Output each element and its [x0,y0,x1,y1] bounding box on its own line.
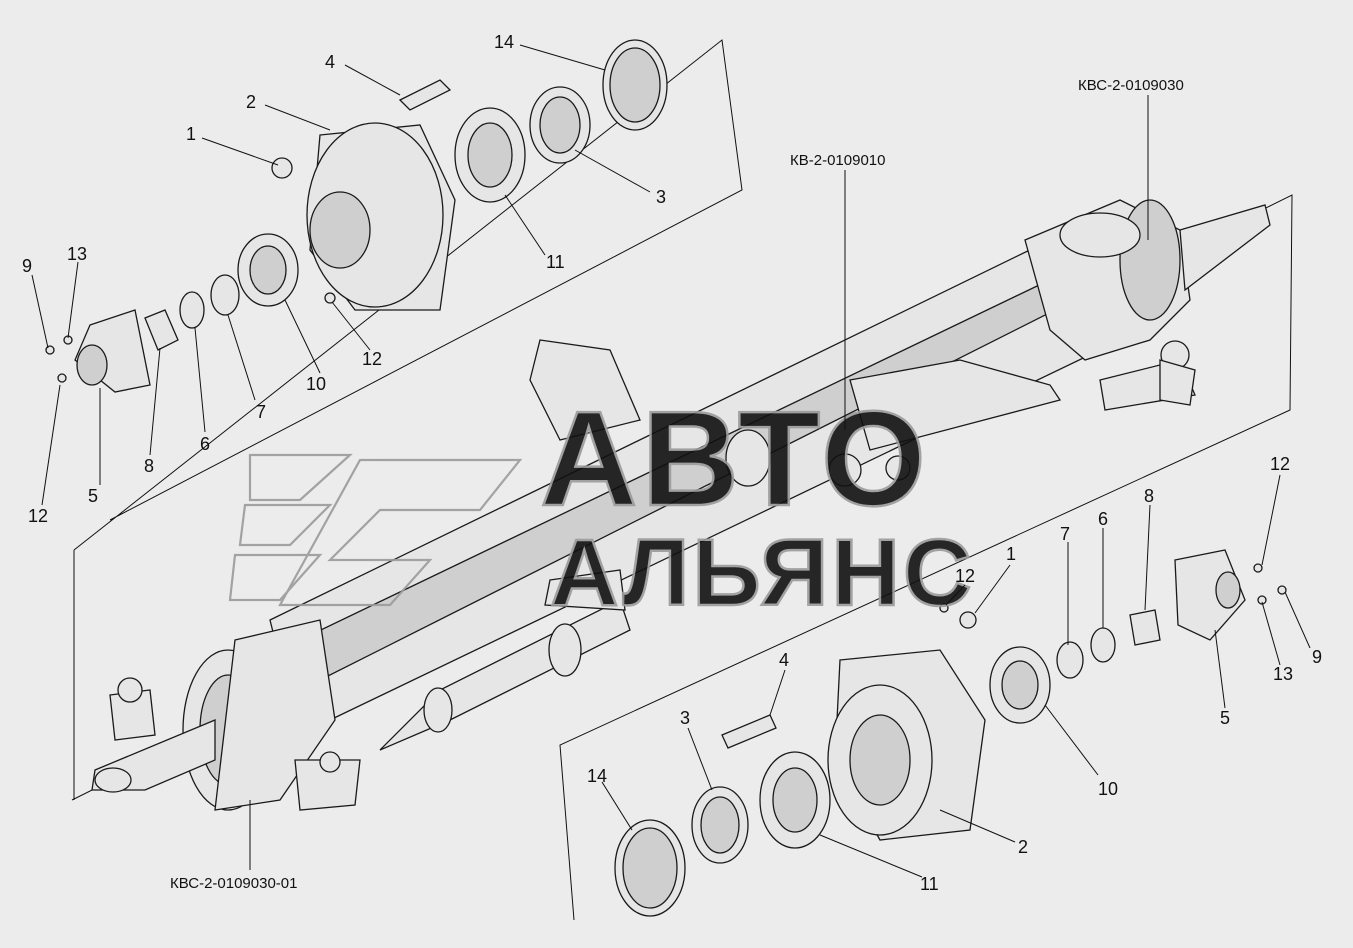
callout-13-lower: 13 [1273,664,1293,684]
assembly-label-main-axle: КВ-2-0109010 [790,152,885,169]
callout-13-upper: 13 [67,244,87,264]
upper-hub-parts [45,39,668,393]
callout-14-lower: 14 [587,766,607,786]
assembly-leaders [249,95,1149,870]
callout-2-lower: 2 [1018,837,1028,857]
assembly-label-left-knuckle: КВС-2-0109030-01 [170,875,298,892]
callout-9-lower: 9 [1312,647,1322,667]
lower-hub-parts [614,549,1287,917]
callout-2-upper: 2 [246,92,256,112]
axle-beam [269,244,1196,751]
callout-7-lower: 7 [1060,524,1070,544]
callout-14-upper: 14 [494,32,514,52]
callout-12-upper-left: 12 [28,506,48,526]
callout-1-lower: 1 [1006,544,1016,564]
callout-10-lower: 10 [1098,779,1118,799]
callout-12-lower-mid: 12 [955,566,975,586]
callout-10-upper: 10 [306,374,326,394]
callout-3-lower: 3 [680,708,690,728]
right-knuckle [1024,199,1271,406]
callout-12-upper-right: 12 [362,349,382,369]
left-knuckle [91,619,361,811]
callout-4-lower: 4 [779,650,789,670]
watermark-line1: АВТО [540,383,930,534]
callout-5-lower: 5 [1220,708,1230,728]
callout-5-upper: 5 [88,486,98,506]
callout-11-lower: 11 [920,874,939,894]
watermark-line2: АЛЬЯНС [550,520,975,626]
callout-8-lower: 8 [1144,486,1154,506]
callout-6-upper: 6 [200,434,210,454]
callout-3-upper: 3 [656,187,666,207]
callout-9-upper: 9 [22,256,32,276]
callout-6-lower: 6 [1098,509,1108,529]
callout-12-lower-right: 12 [1270,454,1290,474]
callout-1-upper: 1 [186,124,196,144]
callout-11-upper: 11 [546,252,565,272]
callout-8-upper: 8 [144,456,154,476]
callout-leaders [31,44,1311,878]
watermark-logo: АВТО АЛЬЯНС [228,382,975,627]
callout-4-upper: 4 [325,52,335,72]
callout-7-upper: 7 [256,402,266,422]
assembly-label-right-knuckle: КВС-2-0109030 [1078,77,1184,94]
